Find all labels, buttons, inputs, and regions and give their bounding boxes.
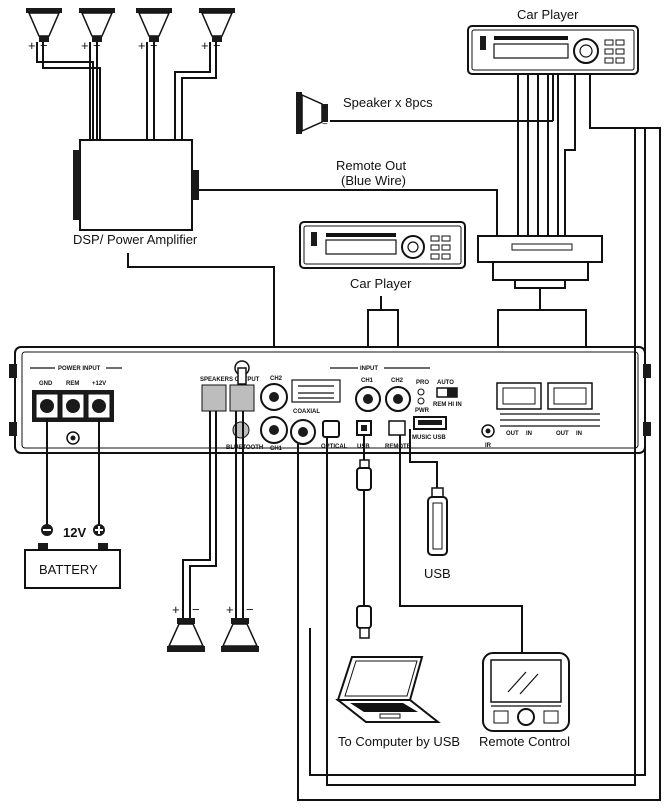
- bluetooth-label: BLUETOOTH: [226, 445, 263, 451]
- input-label: INPUT: [360, 366, 378, 372]
- polarity-plus: +: [226, 602, 234, 617]
- speakers-output-label: SPEAKERS OUTPUT: [200, 377, 260, 383]
- ch2-right-label: CH2: [391, 378, 404, 384]
- in1-label: IN: [526, 431, 532, 437]
- speaker-icon: [79, 8, 115, 42]
- power-input-label: POWER INPUT: [58, 366, 101, 372]
- dsp-amplifier: [73, 139, 199, 231]
- usb-stick-label: USB: [424, 566, 451, 581]
- remote-port[interactable]: [388, 420, 406, 436]
- pro-label: PRO: [416, 380, 429, 386]
- coaxial-label: COAXIAL: [293, 409, 320, 415]
- music-usb-label: MUSIC USB: [412, 435, 446, 441]
- speaker-icon: [199, 8, 235, 42]
- ch1-right-label: CH1: [361, 378, 374, 384]
- polarity-plus: +: [81, 38, 89, 53]
- top-speakers: + − + − + − + −: [26, 8, 235, 53]
- ir-label: IR: [485, 443, 492, 449]
- polarity-minus: −: [192, 602, 200, 617]
- dip-header[interactable]: [291, 379, 341, 403]
- gnd-label: GND: [39, 381, 53, 387]
- car-player-top: [467, 25, 639, 75]
- battery-label: BATTERY: [39, 562, 98, 577]
- to-computer-label: To Computer by USB: [338, 734, 460, 749]
- out1-label: OUT: [506, 431, 519, 437]
- polarity-minus: −: [322, 119, 328, 130]
- harness-wires: [309, 74, 646, 776]
- rem-label: REM: [66, 381, 79, 387]
- speaker-icon: [136, 8, 172, 42]
- car-player-mid-label: Car Player: [350, 276, 412, 291]
- speaker-icon: [167, 618, 205, 652]
- polarity-plus: +: [322, 103, 328, 114]
- battery: [24, 543, 121, 589]
- auto-label: AUTO: [437, 380, 454, 386]
- speaker-icon: [221, 618, 259, 652]
- remote-panel-label: REMOTE: [385, 444, 411, 450]
- speaker-output-plug[interactable]: [229, 384, 255, 412]
- optical-label: OPTICAL: [321, 444, 348, 450]
- out2-label: OUT: [556, 431, 569, 437]
- remote-out-label: Remote Out: [336, 158, 406, 173]
- car-player-mid: [299, 221, 466, 269]
- polarity-plus: +: [172, 602, 180, 617]
- plus12-label: +12V: [92, 381, 106, 387]
- ch1-left-label: CH1: [270, 446, 283, 452]
- polarity-plus: +: [138, 38, 146, 53]
- rem-hiin-label: REM HI IN: [433, 402, 462, 408]
- in2-label: IN: [576, 431, 582, 437]
- speaker-output-plug[interactable]: [201, 384, 227, 412]
- polarity-plus: +: [28, 38, 36, 53]
- speaker-icon: [296, 92, 328, 134]
- ch2-left-label: CH2: [270, 376, 283, 382]
- polarity-plus: +: [201, 38, 209, 53]
- harness-adapter: [477, 235, 603, 289]
- optical-port[interactable]: [322, 420, 340, 438]
- speaker-x8-label: Speaker x 8pcs: [343, 95, 433, 110]
- speaker-icon: [26, 8, 62, 42]
- remote-out-sublabel: (Blue Wire): [341, 173, 406, 188]
- dsp-amplifier-label: DSP/ Power Amplifier: [73, 232, 198, 247]
- pwr-label: PWR: [415, 408, 430, 414]
- remote-control-icon: [482, 652, 570, 732]
- laptop-icon: [335, 656, 441, 723]
- speaker-wires-top: [36, 42, 217, 140]
- remote-control-label: Remote Control: [479, 734, 570, 749]
- usb-stick-icon: [427, 487, 448, 556]
- polarity-minus: −: [246, 602, 254, 617]
- battery-voltage: 12V: [63, 525, 86, 540]
- car-player-top-label: Car Player: [517, 7, 579, 22]
